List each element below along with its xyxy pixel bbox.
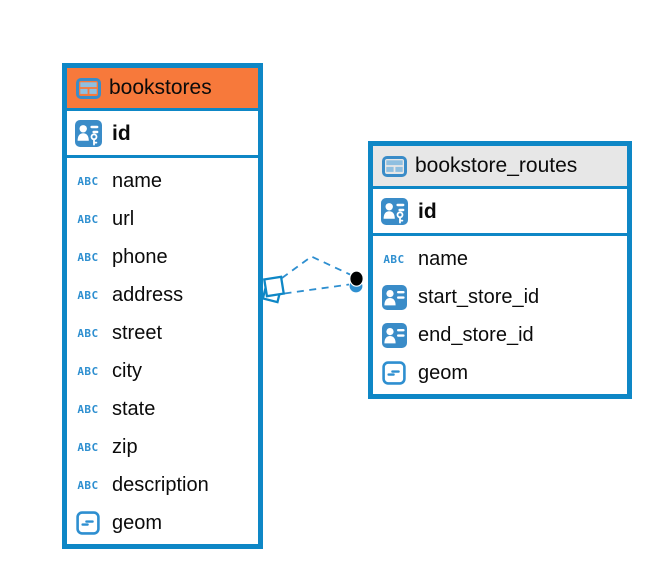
table-header-bookstore-routes[interactable]: bookstore_routes [373, 146, 627, 189]
column-name: url [112, 208, 135, 230]
column-row-city[interactable]: ABC city [67, 352, 258, 390]
table-bookstore-routes[interactable]: bookstore_routes id ABC name [368, 141, 632, 399]
table-icon [382, 155, 407, 177]
dot-marker[interactable] [349, 270, 364, 293]
column-row-street[interactable]: ABC street [67, 314, 258, 352]
text-icon: ABC [77, 250, 99, 264]
column-row-url[interactable]: ABC url [67, 200, 258, 238]
column-row-name[interactable]: ABC name [373, 240, 627, 278]
column-row-geom[interactable]: geom [373, 354, 627, 392]
column-name: city [112, 360, 142, 382]
column-name: name [418, 248, 469, 270]
text-icon: ABC [77, 440, 99, 454]
column-name: geom [418, 362, 469, 384]
column-row-zip[interactable]: ABC zip [67, 428, 258, 466]
column-row-start_store_id[interactable]: start_store_id [373, 278, 627, 316]
column-name: description [112, 474, 209, 496]
foreign-key-icon [379, 284, 409, 310]
column-name: geom [112, 512, 163, 534]
column-name: end_store_id [418, 324, 534, 346]
column-name: zip [112, 436, 138, 458]
geometry-icon [73, 511, 103, 535]
text-icon: ABC [77, 174, 99, 188]
primary-key-icon [73, 119, 103, 147]
column-row-description[interactable]: ABC description [67, 466, 258, 504]
foreign-key-icon [379, 322, 409, 348]
primary-key-icon [379, 197, 409, 225]
column-name: id [112, 121, 131, 145]
text-icon: ABC [77, 478, 99, 492]
text-icon: ABC [77, 288, 99, 302]
text-icon: ABC [77, 402, 99, 416]
table-icon [76, 77, 101, 99]
primary-key-section: id [67, 111, 258, 158]
column-row-id[interactable]: id [67, 112, 258, 154]
relationship-line-bent[interactable] [281, 255, 351, 279]
column-row-state[interactable]: ABC state [67, 390, 258, 428]
table-title: bookstores [109, 76, 212, 99]
column-name: phone [112, 246, 168, 268]
column-name: state [112, 398, 156, 420]
column-row-id[interactable]: id [373, 190, 627, 232]
columns-section: ABC name ABC url ABC phone ABC address A… [67, 158, 258, 544]
text-icon: ABC [77, 326, 99, 340]
column-name: address [112, 284, 184, 306]
column-name: start_store_id [418, 286, 540, 308]
diamond-marker[interactable] [261, 275, 286, 304]
primary-key-section: id [373, 189, 627, 236]
table-header-bookstores[interactable]: bookstores [67, 68, 258, 111]
table-bookstores[interactable]: bookstores id ABC name ABC url [62, 63, 263, 549]
column-row-address[interactable]: ABC address [67, 276, 258, 314]
table-title: bookstore_routes [415, 154, 578, 177]
geometry-icon [379, 361, 409, 385]
text-icon: ABC [77, 212, 99, 226]
column-name: id [418, 199, 437, 223]
text-icon: ABC [77, 364, 99, 378]
column-name: street [112, 322, 163, 344]
columns-section: ABC name start_store_id [373, 236, 627, 394]
column-row-phone[interactable]: ABC phone [67, 238, 258, 276]
text-icon: ABC [383, 252, 405, 266]
column-row-name[interactable]: ABC name [67, 162, 258, 200]
relationship-line-straight[interactable] [284, 283, 350, 295]
column-row-end_store_id[interactable]: end_store_id [373, 316, 627, 354]
column-row-geom[interactable]: geom [67, 504, 258, 542]
column-name: name [112, 170, 163, 192]
